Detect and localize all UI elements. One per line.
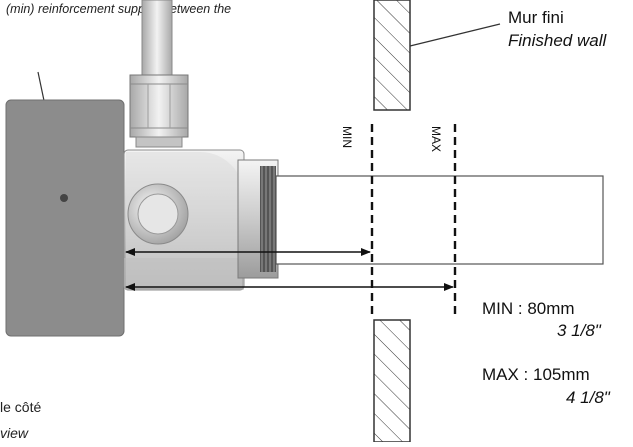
wall-label-fr: Mur fini [508, 8, 564, 27]
max-dimension-imperial: 4 1/8" [566, 388, 611, 407]
finished-wall-top [373, 0, 411, 111]
threaded-collar [237, 159, 279, 279]
max-marker-label: MAX [429, 126, 443, 152]
min-dimension-imperial: 3 1/8" [557, 321, 602, 340]
min-dimension-label: MIN : 80mm [482, 299, 575, 318]
valve-side-knob [127, 183, 189, 245]
finished-wall-bottom [373, 319, 411, 443]
max-dimension-label: MAX : 105mm [482, 365, 590, 384]
side-view-label-fr: le côté [0, 399, 41, 415]
reinforcement-note: (min) reinforcement support between the [6, 2, 231, 16]
stem-extension [275, 175, 604, 265]
wall-leader-line [409, 23, 501, 47]
support-block [5, 99, 125, 337]
wall-label-en: Finished wall [508, 31, 607, 50]
hex-nut [129, 74, 189, 148]
side-view-label-en: view [0, 425, 29, 441]
min-marker-label: MIN [340, 126, 354, 148]
support-dot [60, 194, 68, 202]
vertical-pipe [141, 0, 173, 79]
